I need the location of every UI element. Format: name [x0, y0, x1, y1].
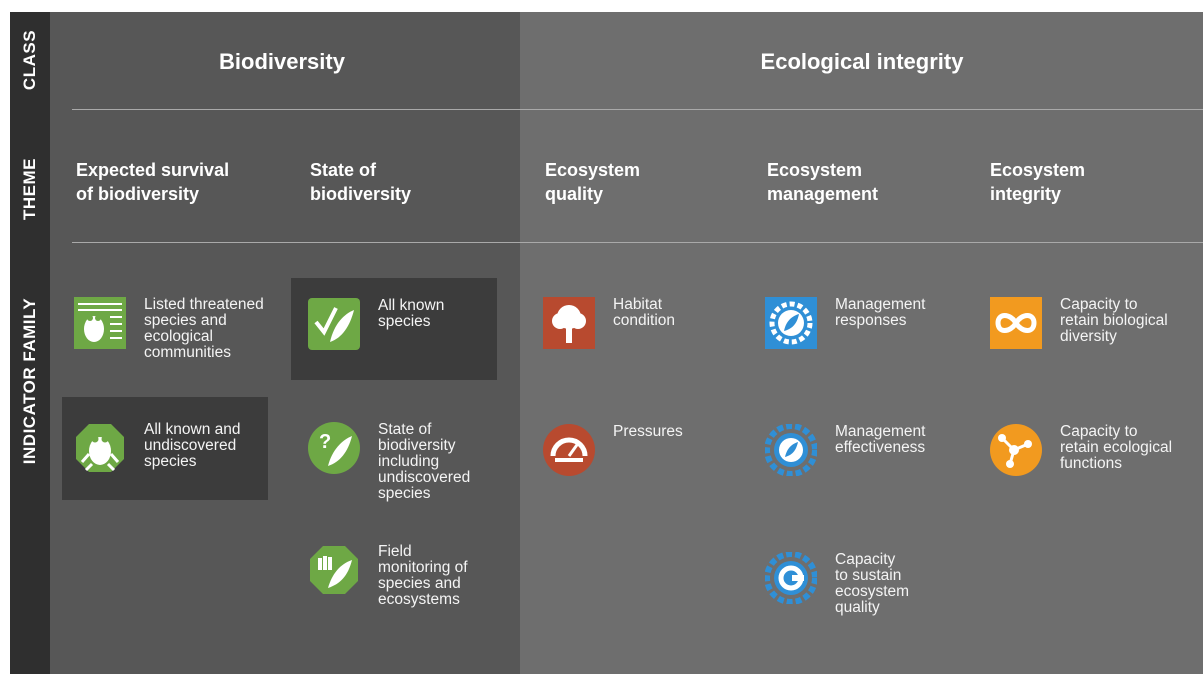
indicator-pressures: Pressures — [543, 424, 753, 476]
indicator-capacity-sustain: Capacity to sustain ecosystem quality — [765, 552, 945, 616]
leaf-bird-question-icon: ? — [308, 422, 360, 474]
gear-leaf-icon — [765, 297, 817, 349]
indicator-label: Pressures — [613, 423, 683, 440]
class-ecological-integrity: Ecological integrity — [760, 49, 964, 74]
indicator-label: All known and undiscovered species — [144, 421, 241, 470]
indicator-label: Capacity to retain biological diversity — [1060, 296, 1168, 345]
indicator-label: Management responses — [835, 296, 926, 329]
ecological-integrity-panel — [520, 12, 1203, 674]
class-biodiversity: Biodiversity — [219, 49, 345, 74]
leaf-bird-check-icon — [308, 298, 360, 350]
indicator-capacity-ecological: Capacity to retain ecological functions — [990, 424, 1200, 476]
network-nodes-icon — [990, 424, 1042, 476]
indicator-label: Management effectiveness — [835, 423, 926, 456]
divider-class-theme — [72, 109, 1203, 110]
indicator-label: All known species — [378, 297, 445, 330]
theme-ecosystem-quality: Ecosystem quality — [545, 160, 641, 204]
tree-icon — [543, 297, 595, 349]
indicator-framework-diagram: CLASS THEME INDICATOR FAMILY Biodiversit… — [10, 12, 1203, 674]
gear-leaf-swirl-icon — [765, 424, 817, 476]
indicator-label: Habitat condition — [613, 296, 676, 329]
hand-leaf-icon — [308, 544, 360, 596]
row-label-rail — [10, 12, 50, 674]
row-label-class: CLASS — [20, 29, 39, 91]
indicator-listed-threatened: Listed threatened species and ecological… — [74, 297, 284, 361]
theme-ecosystem-management: Ecosystem management — [767, 160, 879, 204]
indicator-label: Field monitoring of species and ecosyste… — [378, 543, 468, 608]
indicator-all-known: All known species — [308, 298, 518, 350]
theme-ecosystem-integrity: Ecosystem integrity — [990, 160, 1086, 204]
indicator-label: Capacity to retain ecological functions — [1060, 423, 1173, 472]
gauge-icon — [543, 424, 595, 476]
frog-icon — [74, 422, 126, 474]
indicator-label: Listed threatened species and ecological… — [144, 296, 264, 361]
indicator-label: Capacity to sustain ecosystem quality — [835, 551, 910, 616]
indicator-field-monitoring: Field monitoring of species and ecosyste… — [308, 544, 518, 608]
gear-plug-icon — [765, 552, 817, 604]
indicator-habitat-condition: Habitat condition — [543, 297, 753, 349]
theme-state-of-biodiversity: State of biodiversity — [310, 160, 412, 204]
indicator-capacity-biological: Capacity to retain biological diversity — [990, 297, 1200, 349]
row-label-indicator-family: INDICATOR FAMILY — [20, 297, 39, 465]
infinity-icon — [990, 297, 1042, 349]
svg-text:?: ? — [319, 431, 331, 453]
indicator-all-known-undiscovered: All known and undiscovered species — [74, 422, 284, 474]
frog-list-icon — [74, 297, 126, 349]
indicator-management-responses: Management responses — [765, 297, 975, 349]
row-label-theme: THEME — [20, 158, 39, 220]
indicator-state-incl-undiscovered: ? State of biodiversity including undisc… — [308, 422, 518, 502]
indicator-management-effectiveness: Management effectiveness — [765, 424, 975, 476]
indicator-label: State of biodiversity including undiscov… — [378, 421, 471, 502]
theme-expected-survival: Expected survival of biodiversity — [76, 160, 230, 204]
divider-theme-indicator — [72, 242, 1203, 243]
